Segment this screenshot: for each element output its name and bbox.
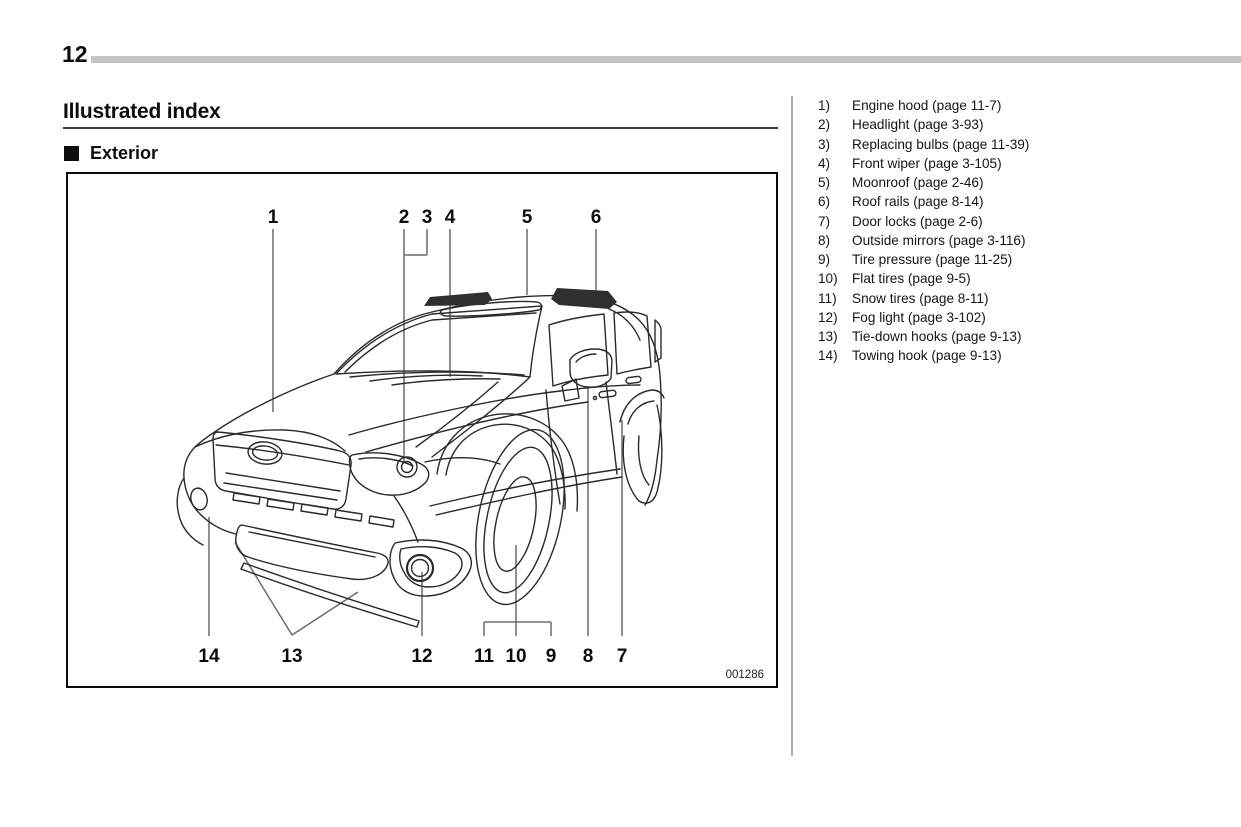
index-item-number: 8) [818,232,831,248]
index-item: 5) Moonroof (page 2-46) [818,173,1029,192]
callout-10: 10 [505,646,526,667]
callout-7: 7 [617,646,628,667]
callout-13: 13 [281,646,302,667]
index-item-number: 4) [818,155,831,171]
page-number: 12 [62,41,88,67]
index-item-number: 3) [818,136,831,152]
section-label: Exterior [90,143,159,163]
index-item: 12) Fog light (page 3-102) [818,308,1029,327]
index-item-number: 6) [818,194,831,210]
index-item-number: 12) [818,309,838,325]
exterior-figure: 1 2 3 4 5 6 14 13 12 11 10 9 8 7 001286 [66,172,778,688]
callout-14: 14 [198,646,220,667]
page-title: Illustrated index [63,100,221,123]
callout-3: 3 [422,207,433,228]
index-item-number: 5) [818,175,831,190]
index-item-label: Flat tires (page 9-5) [852,271,971,287]
index-item-label: Snow tires (page 8-11) [852,290,989,306]
index-item-label: Tire pressure (page 11-25) [852,252,1013,267]
index-item: 3) Replacing bulbs (page 11-39) [818,135,1029,154]
index-item-label: Towing hook (page 9-13) [852,348,1002,364]
index-item-label: Engine hood (page 11-7) [852,98,1002,113]
index-item: 14) Towing hook (page 9-13) [818,346,1029,365]
index-item-number: 13) [818,329,838,344]
index-item: 4) Front wiper (page 3-105) [818,154,1029,173]
index-item: 13) Tie-down hooks (page 9-13) [818,327,1029,346]
index-item-label: Door locks (page 2-6) [852,213,983,229]
title-underline [63,127,778,129]
index-item-label: Front wiper (page 3-105) [852,155,1002,171]
callout-leader-lines [208,229,623,636]
callout-1: 1 [268,207,279,228]
callout-8: 8 [583,646,594,667]
callout-11: 11 [474,646,495,667]
index-item-label: Replacing bulbs (page 11-39) [852,136,1030,152]
car-body [176,288,665,628]
index-item-label: Outside mirrors (page 3-116) [852,232,1026,248]
car-illustration: 1 2 3 4 5 6 14 13 12 11 10 9 8 7 [176,207,665,667]
index-item-label: Tie-down hooks (page 9-13) [852,329,1022,344]
index-item: 11) Snow tires (page 8-11) [818,289,1029,308]
index-item: 10) Flat tires (page 9-5) [818,269,1029,288]
index-item: 7) Door locks (page 2-6) [818,212,1029,231]
callout-2: 2 [399,207,410,228]
header-bar [91,56,1241,63]
index-item: 1) Engine hood (page 11-7) [818,96,1029,115]
index-item: 9) Tire pressure (page 11-25) [818,250,1029,269]
index-item-number: 11) [818,290,837,306]
callout-12: 12 [411,646,432,667]
index-list: 1) Engine hood (page 11-7) 2) Headlight (p… [818,96,1029,366]
figure-code: 001286 [725,669,764,681]
callout-9: 9 [546,646,557,667]
index-item-number: 10) [818,271,838,287]
column-divider [791,96,793,756]
index-item-label: Roof rails (page 8-14) [852,194,984,210]
index-item: 8) Outside mirrors (page 3-116) [818,231,1029,250]
callout-numbers: 1 2 3 4 5 6 14 13 12 11 10 9 8 7 [198,207,627,667]
index-item-number: 2) [818,117,831,133]
index-item-label: Moonroof (page 2-46) [852,175,984,190]
index-item-number: 7) [818,213,831,229]
index-item-number: 1) [818,98,831,113]
section-heading: Exterior [64,143,158,164]
section-marker-icon [64,146,79,161]
index-item: 2) Headlight (page 3-93) [818,115,1029,134]
index-item-label: Fog light (page 3-102) [852,309,986,325]
callout-5: 5 [522,207,533,228]
index-item-number: 9) [818,252,831,267]
index-item: 6) Roof rails (page 8-14) [818,192,1029,211]
index-item-number: 14) [818,348,838,364]
index-item-label: Headlight (page 3-93) [852,117,984,133]
callout-4: 4 [445,207,456,228]
callout-6: 6 [591,207,602,228]
